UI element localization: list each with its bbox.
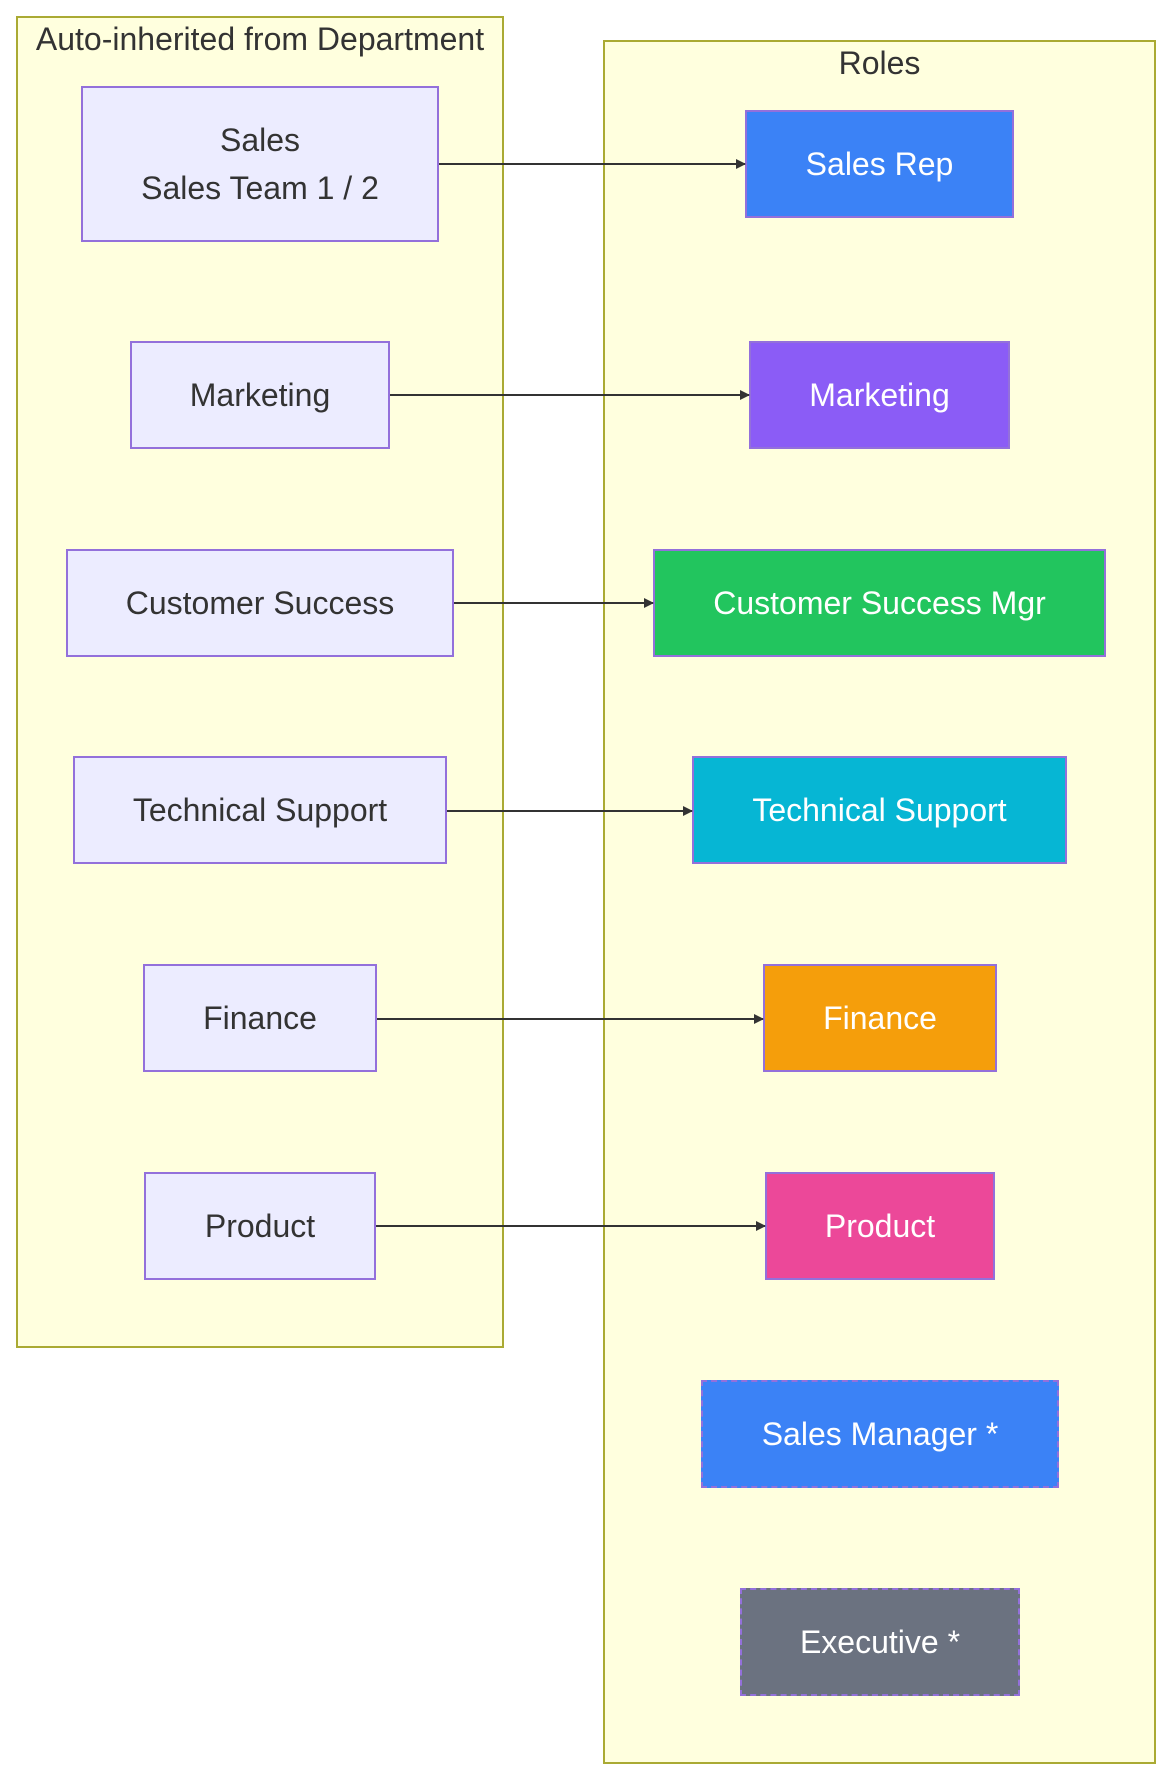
role-node-marketing[interactable]: Marketing [749,341,1010,449]
department-node-label: Finance [203,1000,317,1036]
role-node-label: Finance [823,1000,937,1036]
department-node-label: Product [204,1208,316,1244]
role-node-customer-success-mgr[interactable]: Customer Success Mgr [653,549,1106,657]
role-node-technical-support[interactable]: Technical Support [692,756,1067,864]
role-node-finance[interactable]: Finance [763,964,997,1072]
role-node-label: Sales Rep [805,146,954,182]
roles-cluster-title: Roles [838,45,921,81]
role-node-label: Technical Support [752,792,1007,828]
role-node-label: Product [824,1208,936,1244]
department-node-product[interactable]: Product [144,1172,376,1280]
department-node-sales[interactable]: Sales Sales Team 1 / 2 [81,86,439,242]
department-node-sublabel: Sales Team 1 / 2 [141,170,379,206]
role-node-label: Marketing [809,377,950,413]
department-node-marketing[interactable]: Marketing [130,341,390,449]
department-node-label: Customer Success [125,585,395,621]
department-node-technical-support[interactable]: Technical Support [73,756,447,864]
department-node-label: Technical Support [132,792,388,828]
role-node-label: Customer Success Mgr [713,585,1046,621]
role-node-label: Sales Manager * [761,1416,999,1452]
role-node-product[interactable]: Product [765,1172,995,1280]
department-cluster-title: Auto-inherited from Department [35,21,485,57]
role-node-sales-rep[interactable]: Sales Rep [745,110,1014,218]
role-node-label: Executive * [799,1624,961,1660]
department-node-label: Marketing [189,377,331,413]
role-node-sales-manager[interactable]: Sales Manager * [701,1380,1059,1488]
department-node-finance[interactable]: Finance [143,964,377,1072]
department-node-label: Sales [219,122,301,158]
role-node-executive[interactable]: Executive * [740,1588,1020,1696]
department-node-customer-success[interactable]: Customer Success [66,549,454,657]
